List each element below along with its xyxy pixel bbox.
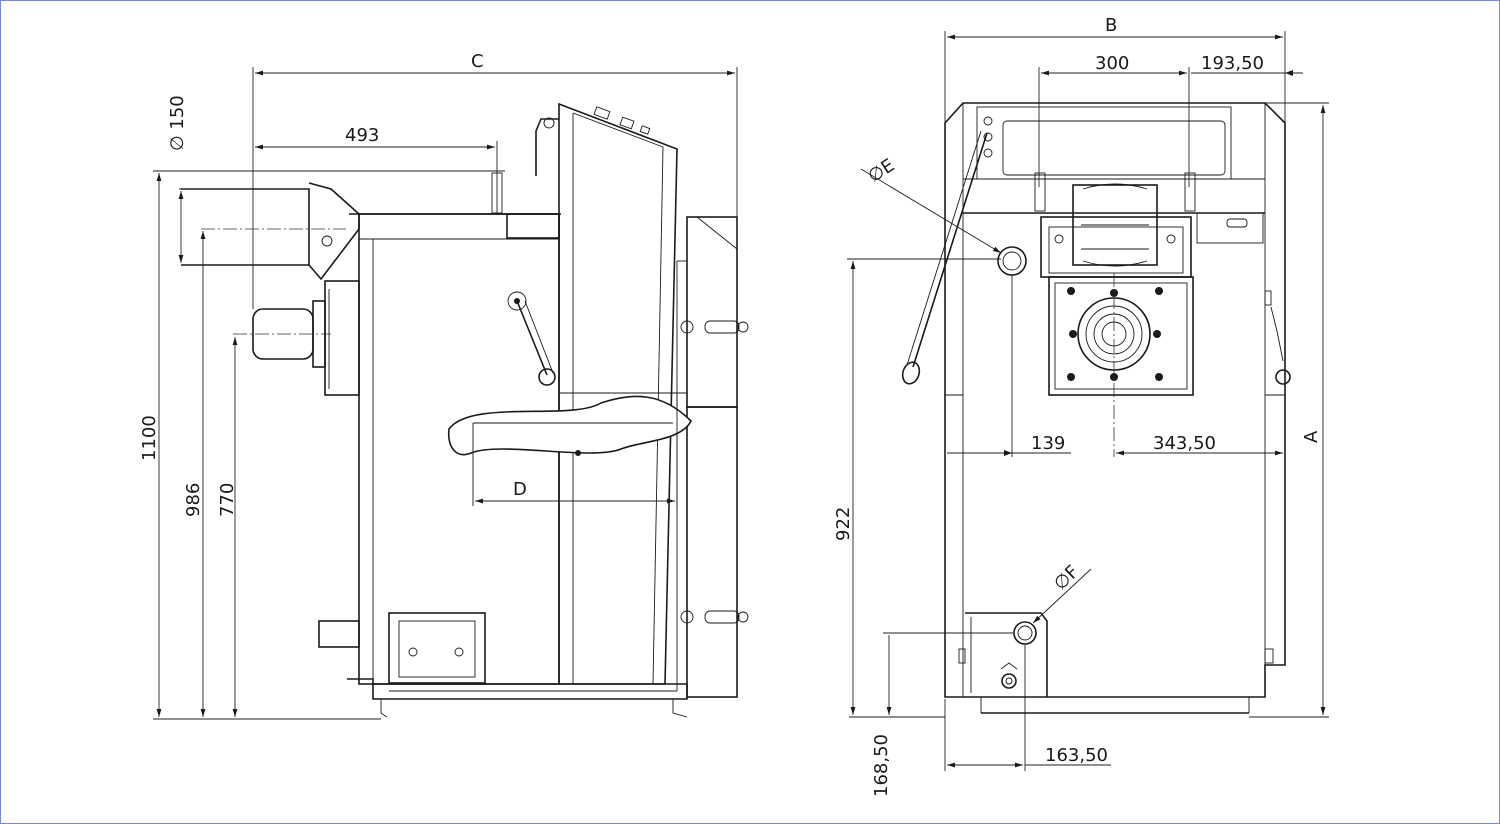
- dim-770-label: 770: [217, 483, 238, 517]
- front-flue-outlet: [1072, 184, 1158, 266]
- side-view: [181, 102, 749, 718]
- dim-c-label: C: [471, 51, 484, 72]
- front-view-dimensions: B 300 193,50 A ∅E 922 139 343,50 ∅F: [833, 15, 1329, 797]
- front-body-outline: [944, 102, 1286, 698]
- front-pipe-f: [1013, 621, 1037, 645]
- front-pipe-e: [997, 246, 1027, 276]
- front-burner-plate: [1048, 276, 1194, 396]
- dim-300-label: 300: [1095, 53, 1129, 74]
- dim-986-label: 986: [183, 483, 204, 517]
- side-front-panel: [558, 102, 678, 685]
- dim-193-label: 193,50: [1201, 53, 1264, 74]
- dim-163-label: 163,50: [1045, 745, 1108, 766]
- dim-f-label: ∅F: [1050, 561, 1083, 594]
- side-lower-door: [686, 406, 738, 698]
- dim-343-label: 343,50: [1153, 433, 1216, 454]
- dim-168-label: 168,50: [871, 734, 892, 797]
- dim-flue-diameter-label: ∅ 150: [167, 95, 188, 151]
- dim-b-label: B: [1105, 15, 1117, 36]
- side-upper-door: [686, 216, 738, 408]
- side-ash-door: [388, 612, 486, 684]
- dim-493-label: 493: [345, 125, 379, 146]
- side-flue: [181, 188, 310, 266]
- dim-d-label: D: [513, 479, 527, 500]
- dim-a-label: A: [1301, 430, 1322, 443]
- side-cutaway: [447, 395, 692, 456]
- dim-1100-label: 1100: [139, 415, 160, 461]
- front-flue-bracket: [1040, 216, 1192, 278]
- dim-e-label: ∅E: [864, 155, 898, 187]
- front-ash-door: [965, 612, 1048, 697]
- dim-922-label: 922: [833, 507, 854, 541]
- front-poker-rod: [912, 132, 988, 368]
- dim-139-label: 139: [1031, 433, 1065, 454]
- front-view: [901, 102, 1291, 714]
- side-view-dimensions: C 493 ∅ 150 1100 986 770 D: [139, 51, 738, 720]
